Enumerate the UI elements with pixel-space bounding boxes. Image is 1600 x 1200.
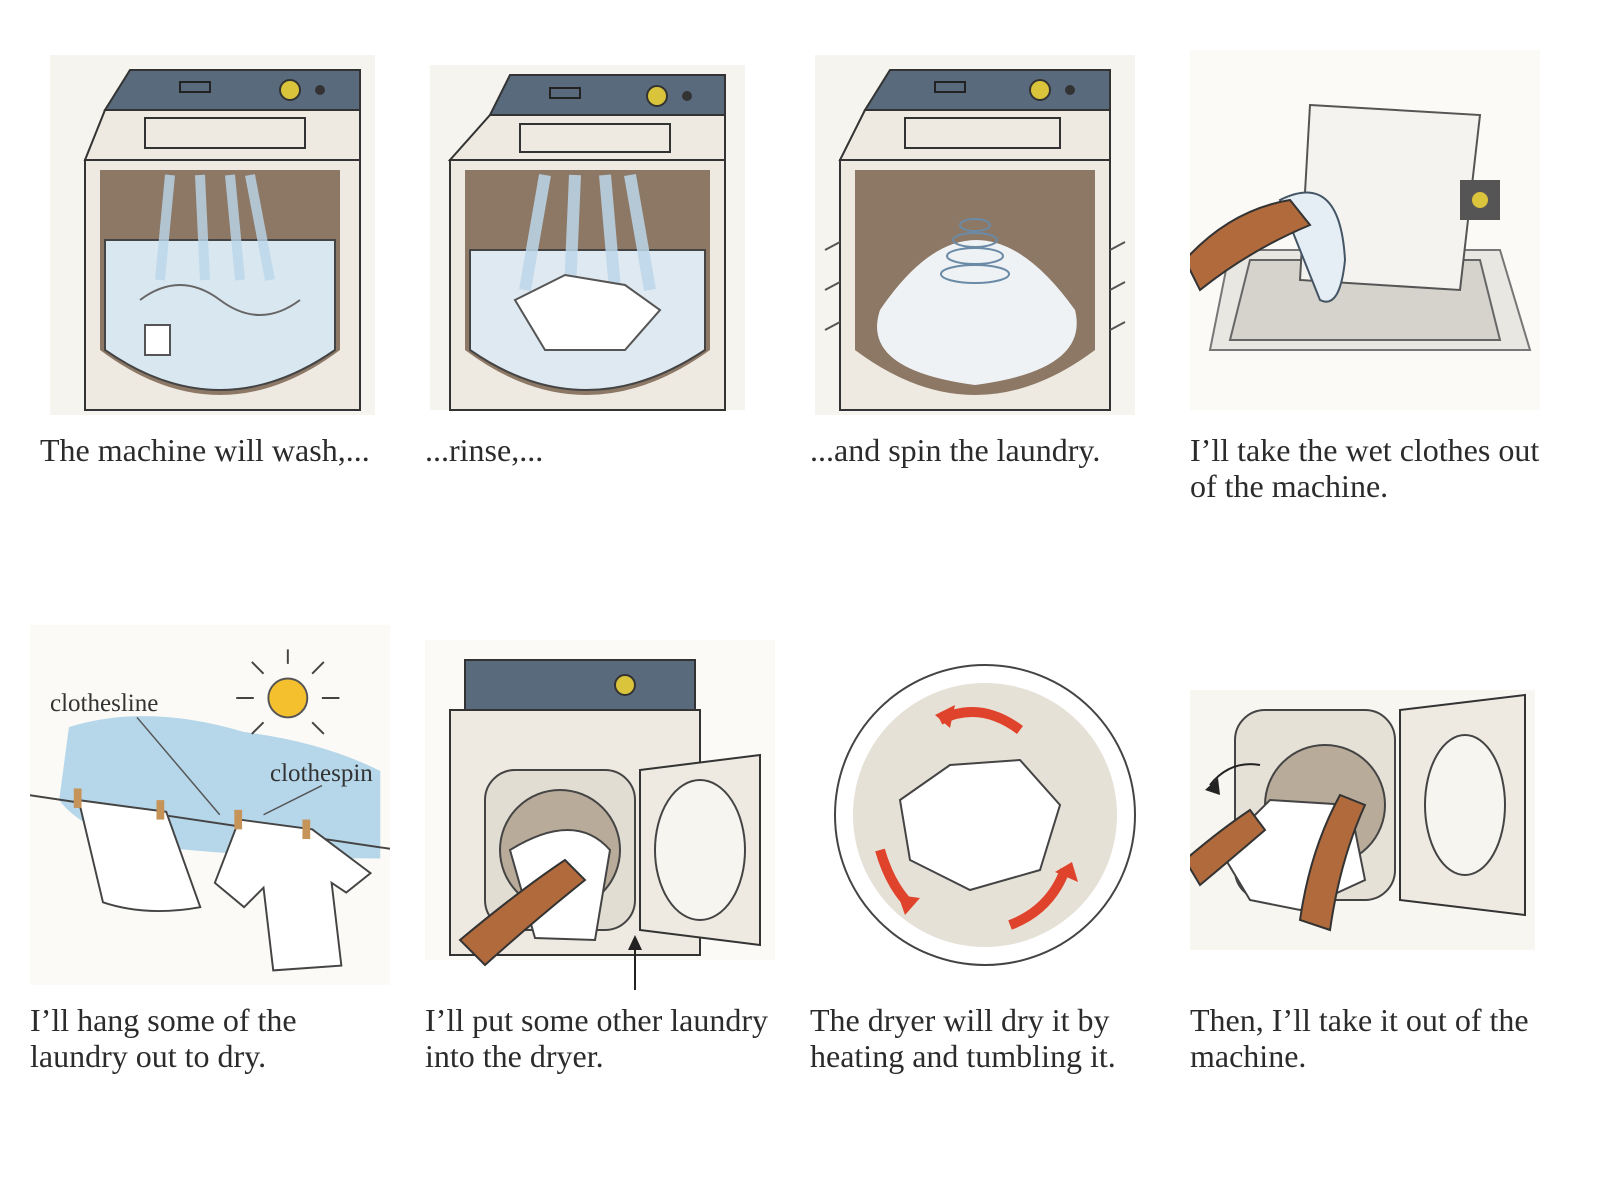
panel-caption: The machine will wash,... (40, 432, 370, 468)
panel-caption: Then, I’ll take it out of the machine. (1190, 1002, 1529, 1074)
panel-caption: ...rinse,... (425, 432, 544, 468)
panel-caption: ...and spin the laundry. (810, 432, 1101, 468)
unload-washer-illustration (1190, 50, 1550, 420)
clothesline-label: clothesline (50, 690, 159, 717)
panel-caption: The dryer will dry it by heating and tum… (810, 1002, 1116, 1074)
washer-wash-illustration (40, 50, 400, 420)
washer-spin-illustration (810, 50, 1170, 420)
clothesline-illustration (30, 620, 390, 990)
dryer-tumble-illustration (810, 620, 1170, 990)
clothespin-label: clothespin (270, 760, 373, 787)
panel-caption: I’ll take the wet clothes out of the mac… (1190, 432, 1540, 504)
panel-caption: I’ll put some other laundry into the dry… (425, 1002, 769, 1074)
unload-dryer-illustration (1190, 620, 1550, 990)
panel-caption: I’ll hang some of the laundry out to dry… (30, 1002, 297, 1074)
washer-rinse-illustration (425, 50, 785, 420)
load-dryer-illustration (425, 620, 785, 990)
